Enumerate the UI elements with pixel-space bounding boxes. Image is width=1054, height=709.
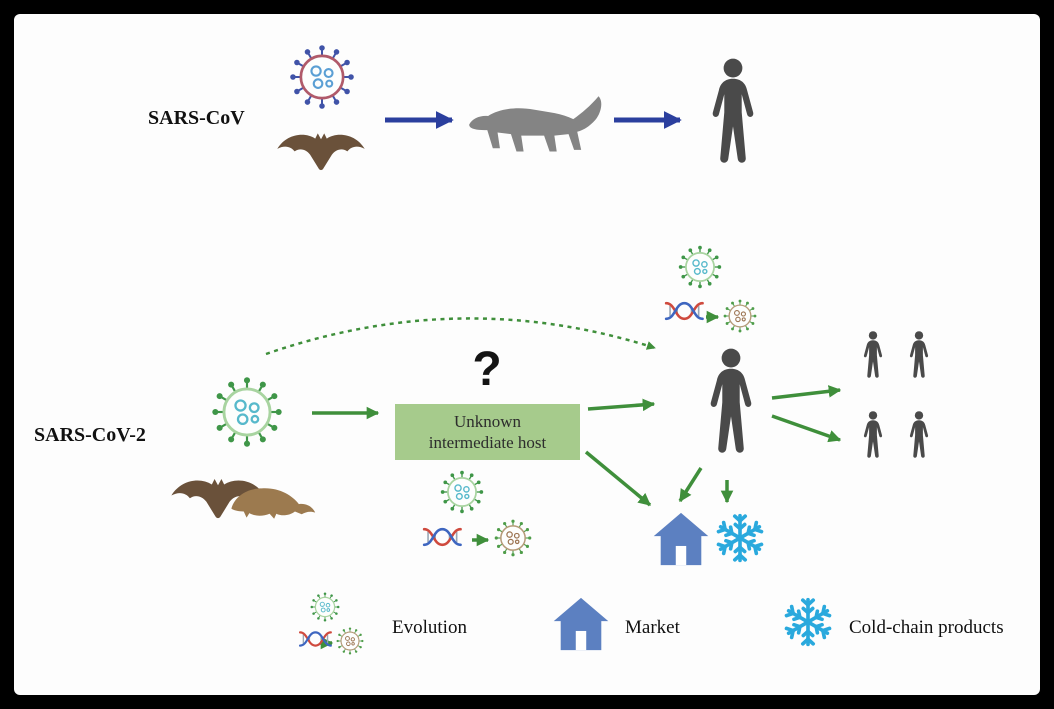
evolution-virus-icon bbox=[440, 470, 484, 514]
sars-cov-label: SARS-CoV bbox=[148, 107, 245, 129]
legend-market-label: Market bbox=[625, 617, 680, 638]
snowflake-icon bbox=[782, 596, 834, 648]
unknown-intermediate-host-box: Unknown intermediate host bbox=[395, 404, 580, 460]
coronavirus-blue-icon bbox=[289, 44, 355, 110]
dna-icon bbox=[296, 628, 336, 650]
dna-icon bbox=[662, 298, 708, 324]
evolution-virus-icon bbox=[678, 245, 722, 289]
unknown-intermediate-host-label: Unknown intermediate host bbox=[428, 411, 547, 452]
legend-cold-chain-label: Cold-chain products bbox=[849, 617, 1004, 638]
human-icon-primary-case bbox=[694, 346, 768, 480]
evolved-virus-icon bbox=[336, 627, 364, 655]
question-mark: ? bbox=[472, 343, 502, 396]
market-house-icon bbox=[552, 594, 610, 654]
human-icon-secondary-case bbox=[856, 330, 890, 390]
human-icon-secondary-case bbox=[856, 410, 890, 470]
human-icon-secondary-case bbox=[902, 330, 936, 390]
evolved-virus-icon bbox=[723, 299, 757, 333]
cold-chain-snowflake-icon bbox=[714, 512, 766, 564]
sars-cov-2-label: SARS-CoV-2 bbox=[34, 424, 146, 446]
evolved-virus-icon bbox=[494, 519, 532, 557]
civet-icon bbox=[466, 90, 608, 164]
market-house-icon bbox=[652, 508, 710, 570]
evolution-virus-icon bbox=[310, 592, 340, 622]
human-icon-secondary-case bbox=[902, 410, 936, 470]
pangolin-icon bbox=[228, 477, 318, 529]
legend-evolution-label: Evolution bbox=[392, 617, 467, 638]
bat-icon-sars-cov bbox=[276, 126, 366, 182]
human-icon-sars-cov bbox=[696, 56, 770, 190]
coronavirus-green-icon bbox=[211, 376, 283, 448]
dna-icon bbox=[420, 524, 466, 550]
